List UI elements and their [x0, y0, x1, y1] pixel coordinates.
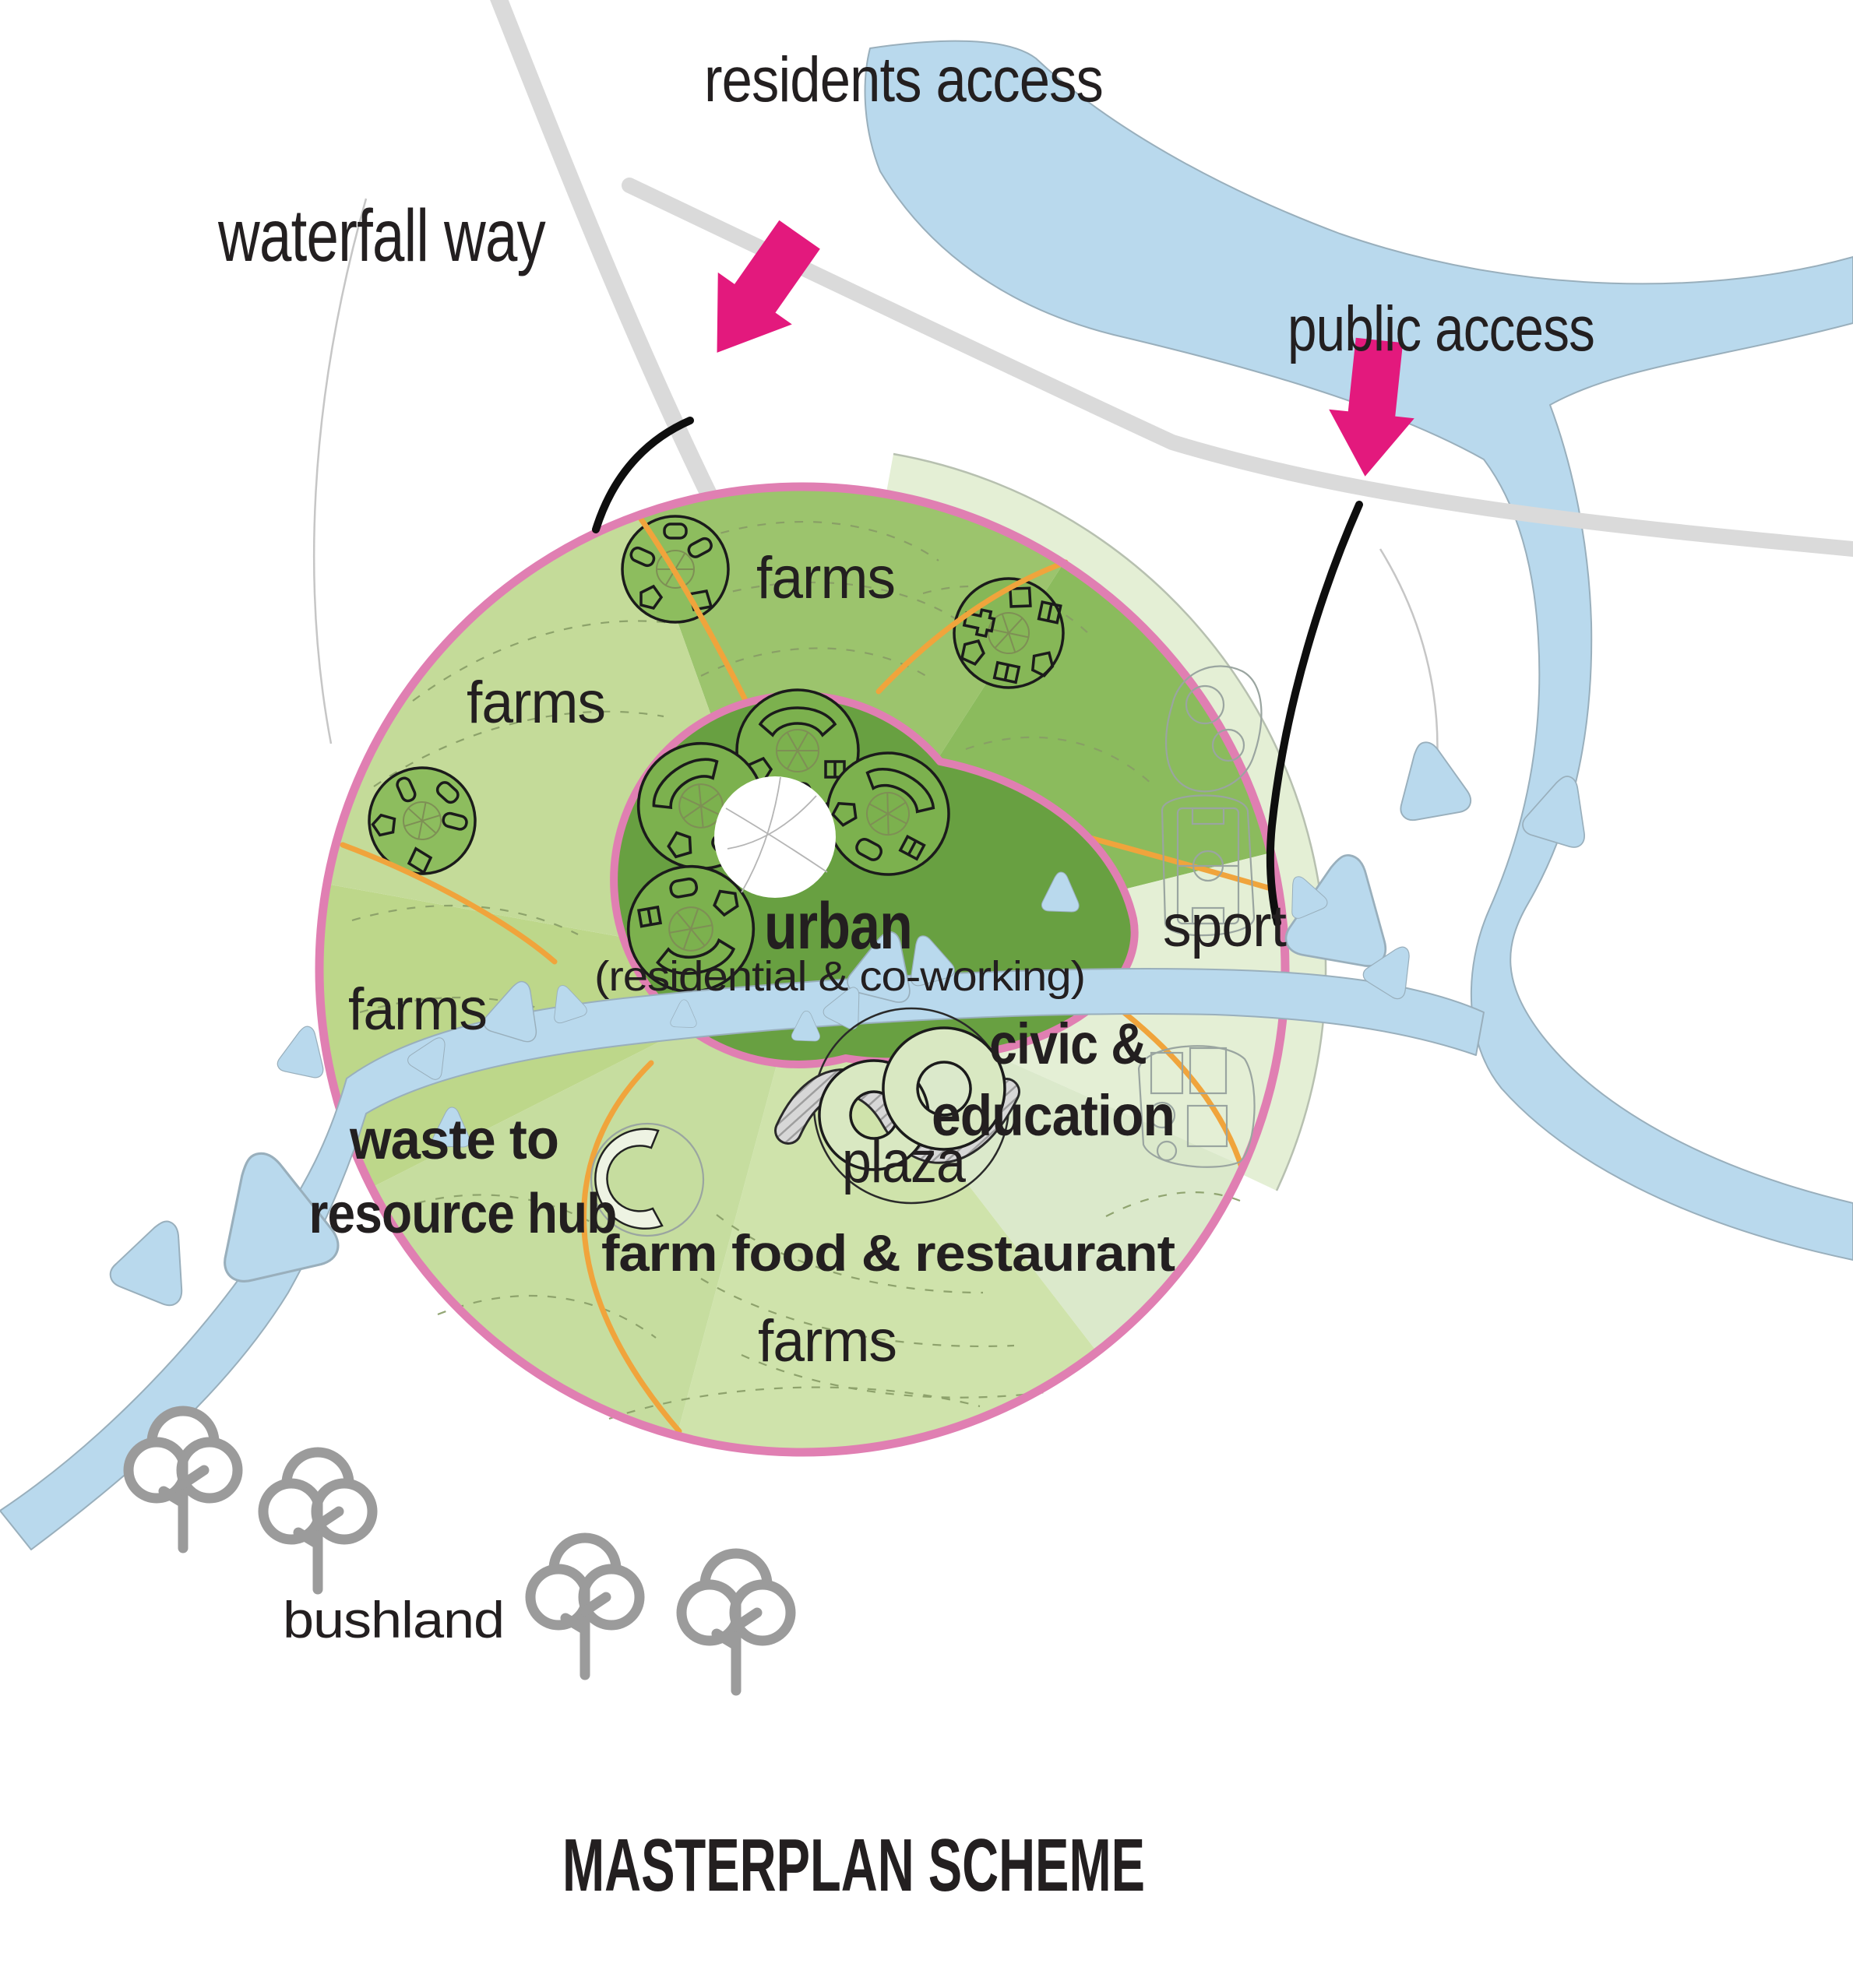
central-plaza-void — [714, 776, 836, 898]
void-path — [741, 776, 781, 893]
sport-blob-field — [1161, 794, 1256, 937]
waste-hub-crescent — [594, 1128, 664, 1230]
residents-access-label: residents access — [704, 44, 1103, 115]
sport-blob-courts — [1164, 665, 1263, 793]
outer-sport-crescent — [886, 452, 1327, 1191]
sport-crescent-edge — [893, 452, 1327, 1191]
orange-divider — [637, 515, 751, 708]
contour — [741, 1353, 1046, 1399]
tree-icon — [263, 1452, 372, 1589]
waste-label-line1: waste to — [349, 1109, 558, 1171]
orange-divider — [581, 1060, 682, 1434]
waste-hub-structures — [590, 1122, 705, 1237]
urban-label: urban — [764, 889, 912, 962]
faint-trail-left — [312, 198, 368, 744]
farm-food-label: farm food & restaurant — [601, 1224, 1175, 1282]
civic-building — [1150, 1051, 1184, 1095]
civic-building — [1189, 1047, 1228, 1095]
void-path — [725, 808, 828, 873]
pond — [1387, 734, 1474, 825]
plaza-label: plaza — [842, 1129, 967, 1195]
tree-icon — [530, 1538, 639, 1675]
farms-upper-left-label: farms — [467, 670, 605, 736]
civic-education-building — [818, 1026, 1006, 1171]
civic-blob-buildings — [1137, 1045, 1256, 1168]
civic-label-line2: education — [932, 1083, 1175, 1148]
contour — [922, 585, 1093, 638]
contour — [685, 521, 939, 561]
public-access-label: public access — [1288, 294, 1594, 364]
wedge-waste — [375, 969, 802, 1433]
void-path — [727, 795, 817, 850]
access-roads — [592, 417, 1363, 927]
residents-access-arrow — [717, 220, 820, 353]
orange-divider — [340, 842, 558, 965]
public-access-road — [1266, 501, 1363, 927]
public-access-arrow — [1329, 337, 1414, 477]
waterfall-way-label: waterfall way — [217, 195, 546, 277]
bushland-label: bushland — [283, 1591, 504, 1648]
sport-court-circle — [1185, 684, 1225, 725]
residents-access-road — [592, 417, 694, 533]
sport-facilities — [1137, 665, 1263, 1168]
sport-label: sport — [1163, 893, 1287, 959]
central-void — [714, 776, 836, 898]
farms-top-label: farms — [756, 545, 895, 611]
civic-building — [1186, 1104, 1228, 1148]
civic-building-round — [1148, 1101, 1176, 1129]
waste-label-line2: resource hub — [309, 1183, 617, 1245]
bushland-trees — [129, 1411, 791, 1691]
civic-ring-right — [882, 1026, 1006, 1151]
urban-sub-label: (residential & co-working) — [594, 953, 1085, 1000]
page-title: MASTERPLAN SCHEME — [562, 1824, 1145, 1907]
soccer-penalty-box — [1191, 807, 1225, 825]
farms-bottom-label: farms — [758, 1308, 897, 1374]
contour — [381, 1194, 616, 1237]
civic-label-line1: civic & — [989, 1012, 1147, 1076]
civic-building-round — [1156, 1140, 1178, 1162]
tree-icon — [682, 1553, 791, 1691]
map-labels: waterfall way residents access public ac… — [217, 44, 1595, 1907]
access-arrows — [717, 220, 1414, 477]
soccer-penalty-box — [1191, 906, 1225, 925]
sport-crescent-fill — [886, 454, 1326, 1191]
wedge-farmfood — [678, 969, 1095, 1450]
contour — [1105, 1191, 1241, 1217]
contour — [373, 710, 664, 787]
orange-divider — [875, 559, 1069, 695]
farms-left-label: farms — [348, 976, 487, 1043]
contour — [412, 620, 672, 702]
soccer-center-circle — [1192, 850, 1224, 882]
contour — [700, 1278, 1015, 1348]
masterplan-outer-ring — [315, 482, 1290, 1457]
orange-divider — [1111, 1001, 1245, 1173]
pond — [105, 1208, 205, 1310]
sport-court-circle — [1211, 728, 1245, 762]
contour — [437, 1294, 657, 1339]
waste-hub-circle — [590, 1122, 705, 1237]
